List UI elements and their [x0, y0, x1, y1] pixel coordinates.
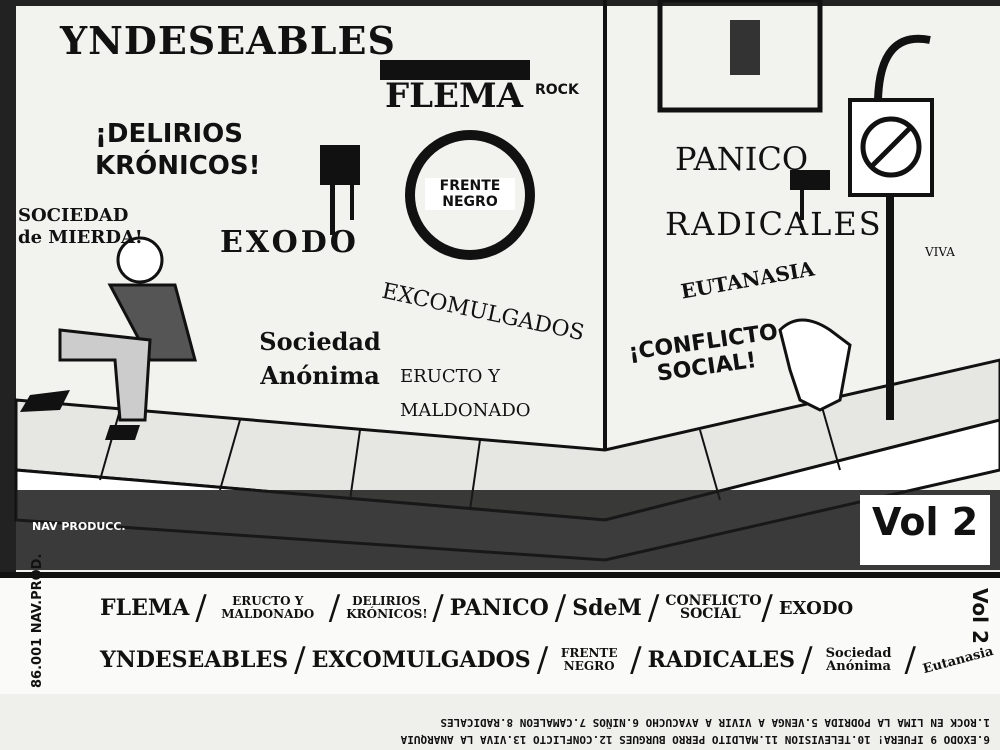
volume-label: Vol 2 — [872, 500, 979, 544]
band-list-row-1: FLEMA/ ERUCTO Y MALDONADO/ DELIRIOS KRÓN… — [100, 588, 854, 628]
paint-drips — [320, 60, 830, 235]
graffiti-sociedad-anonima: Sociedad Anónima — [259, 327, 381, 390]
graffiti-exodo: EXODO — [220, 225, 359, 260]
graffiti-frente-negro: FRENTE NEGRO — [425, 178, 515, 210]
street-scene-illustration — [0, 0, 1000, 575]
band-name: YNDESEABLES — [100, 647, 289, 673]
tracklist-line: 1.ROCK EN LIMA LA PODRIDA 5.VENGA A VIVI… — [440, 716, 990, 729]
band-name: ERUCTO Y MALDONADO — [221, 594, 315, 621]
band-list-strip: 86.001 NAV.PROD. FLEMA/ ERUCTO Y MALDONA… — [0, 554, 1000, 700]
band-name: EXCOMULGADOS — [311, 647, 531, 673]
frente-negro-symbol — [405, 130, 535, 260]
side-volume-label: Vol 2 — [968, 588, 992, 644]
graffiti-yndeseables: YNDESEABLES — [60, 18, 396, 63]
label-logo: NAV PRODUCC. — [32, 520, 126, 533]
band-list-row-2: YNDESEABLES/ EXCOMULGADOS/ FRENTE NEGRO/… — [100, 640, 996, 680]
graffiti-eructo-y-maldonado: ERUCTO Y MALDONADO — [400, 366, 531, 421]
band-name: FRENTE NEGRO — [560, 646, 618, 673]
graffiti-flema: FLEMA — [385, 76, 523, 116]
window — [657, 0, 823, 113]
tracklist-line: 6.EXODO 9 IFUERA! 10.TELEVISION 11.MALDI… — [400, 733, 990, 746]
graffiti-rock: ROCK — [535, 82, 579, 98]
graffiti-panico: PANICO — [675, 140, 809, 178]
gutter — [16, 490, 1000, 570]
graffiti-radicales: RADICALES — [665, 205, 883, 243]
band-name: RADICALES — [647, 647, 796, 673]
flower-pot — [730, 20, 760, 75]
dog-figure — [778, 318, 852, 412]
band-name: CONFLICTO SOCIAL — [665, 593, 762, 622]
band-name: Eutanasia — [921, 643, 996, 677]
band-name: EXODO — [778, 597, 854, 619]
catalog-number: 86.001 NAV.PROD. — [30, 553, 45, 688]
graffiti-viva: VIVA — [925, 245, 955, 259]
band-name: Sociedad Anónima — [825, 646, 892, 674]
band-name: SdeM — [572, 595, 642, 621]
upside-down-tracklist: 6.EXODO 9 IFUERA! 10.TELEVISION 11.MALDI… — [0, 694, 1000, 750]
sitting-man-figure — [20, 236, 197, 440]
band-name: DELIRIOS KRÓNICOS! — [346, 594, 428, 621]
graffiti-sociedad-de-mierda: SOCIEDAD de MIERDA! — [18, 205, 143, 248]
band-name: PANICO — [449, 595, 549, 621]
volume-patch — [860, 495, 990, 565]
graffiti-delirios-kronicos: ¡DELIRIOS KRÓNICOS! — [95, 119, 261, 181]
band-name: FLEMA — [100, 595, 190, 621]
